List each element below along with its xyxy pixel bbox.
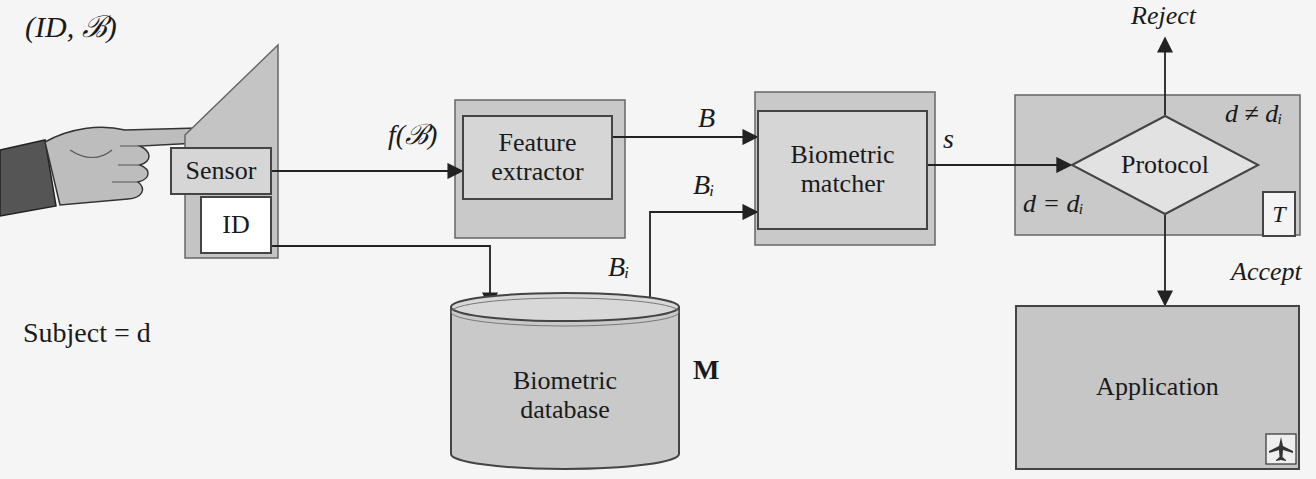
node-text: Application xyxy=(1096,373,1219,402)
application-box: Application xyxy=(1015,305,1300,470)
signal-label: s xyxy=(940,124,957,155)
database-cylinder: Biometric database xyxy=(450,292,680,470)
flow-arrow xyxy=(928,164,1071,166)
signal-label: Bᵢ xyxy=(690,170,718,201)
node-text: ID xyxy=(222,211,249,240)
sensor-box: Sensor xyxy=(170,147,272,196)
input-tuple: (ID, ℬ) xyxy=(22,10,120,43)
signal-label: B xyxy=(695,103,718,134)
node-text: Biometric database xyxy=(490,367,640,424)
flow-arrow xyxy=(650,212,757,307)
matcher-panel xyxy=(755,92,935,245)
flow-arrow xyxy=(1164,215,1166,305)
process-box: Feature extractor xyxy=(462,115,613,200)
signal-label: f(ℬ) xyxy=(385,120,440,151)
airplane-icon xyxy=(1265,433,1297,465)
condition-label: d ≠ dᵢ xyxy=(1222,100,1285,129)
id-box: ID xyxy=(200,196,272,254)
database-label: M xyxy=(690,355,722,386)
node-text: Protocol xyxy=(1121,151,1209,180)
condition-label: d = dᵢ xyxy=(1020,190,1087,219)
threshold-box: T xyxy=(1262,191,1296,237)
node-text: T xyxy=(1272,201,1285,227)
node-text: Sensor xyxy=(186,157,257,186)
flow-arrow xyxy=(613,136,757,138)
outcome-label: Reject xyxy=(1128,2,1199,31)
process-box: Biometric matcher xyxy=(757,110,928,230)
extractor-panel xyxy=(455,100,625,238)
decision-diamond: Protocol xyxy=(1071,115,1259,215)
signal-label: Accept xyxy=(1228,258,1305,287)
node-text: Biometric matcher xyxy=(759,141,926,198)
node-text: Feature extractor xyxy=(464,129,611,186)
subject-label: Subject = d xyxy=(20,318,154,349)
flow-arrow xyxy=(272,170,462,172)
flow-arrow xyxy=(272,246,490,307)
signal-label: Bᵢ xyxy=(605,252,633,283)
reject-arrow xyxy=(1164,38,1166,115)
